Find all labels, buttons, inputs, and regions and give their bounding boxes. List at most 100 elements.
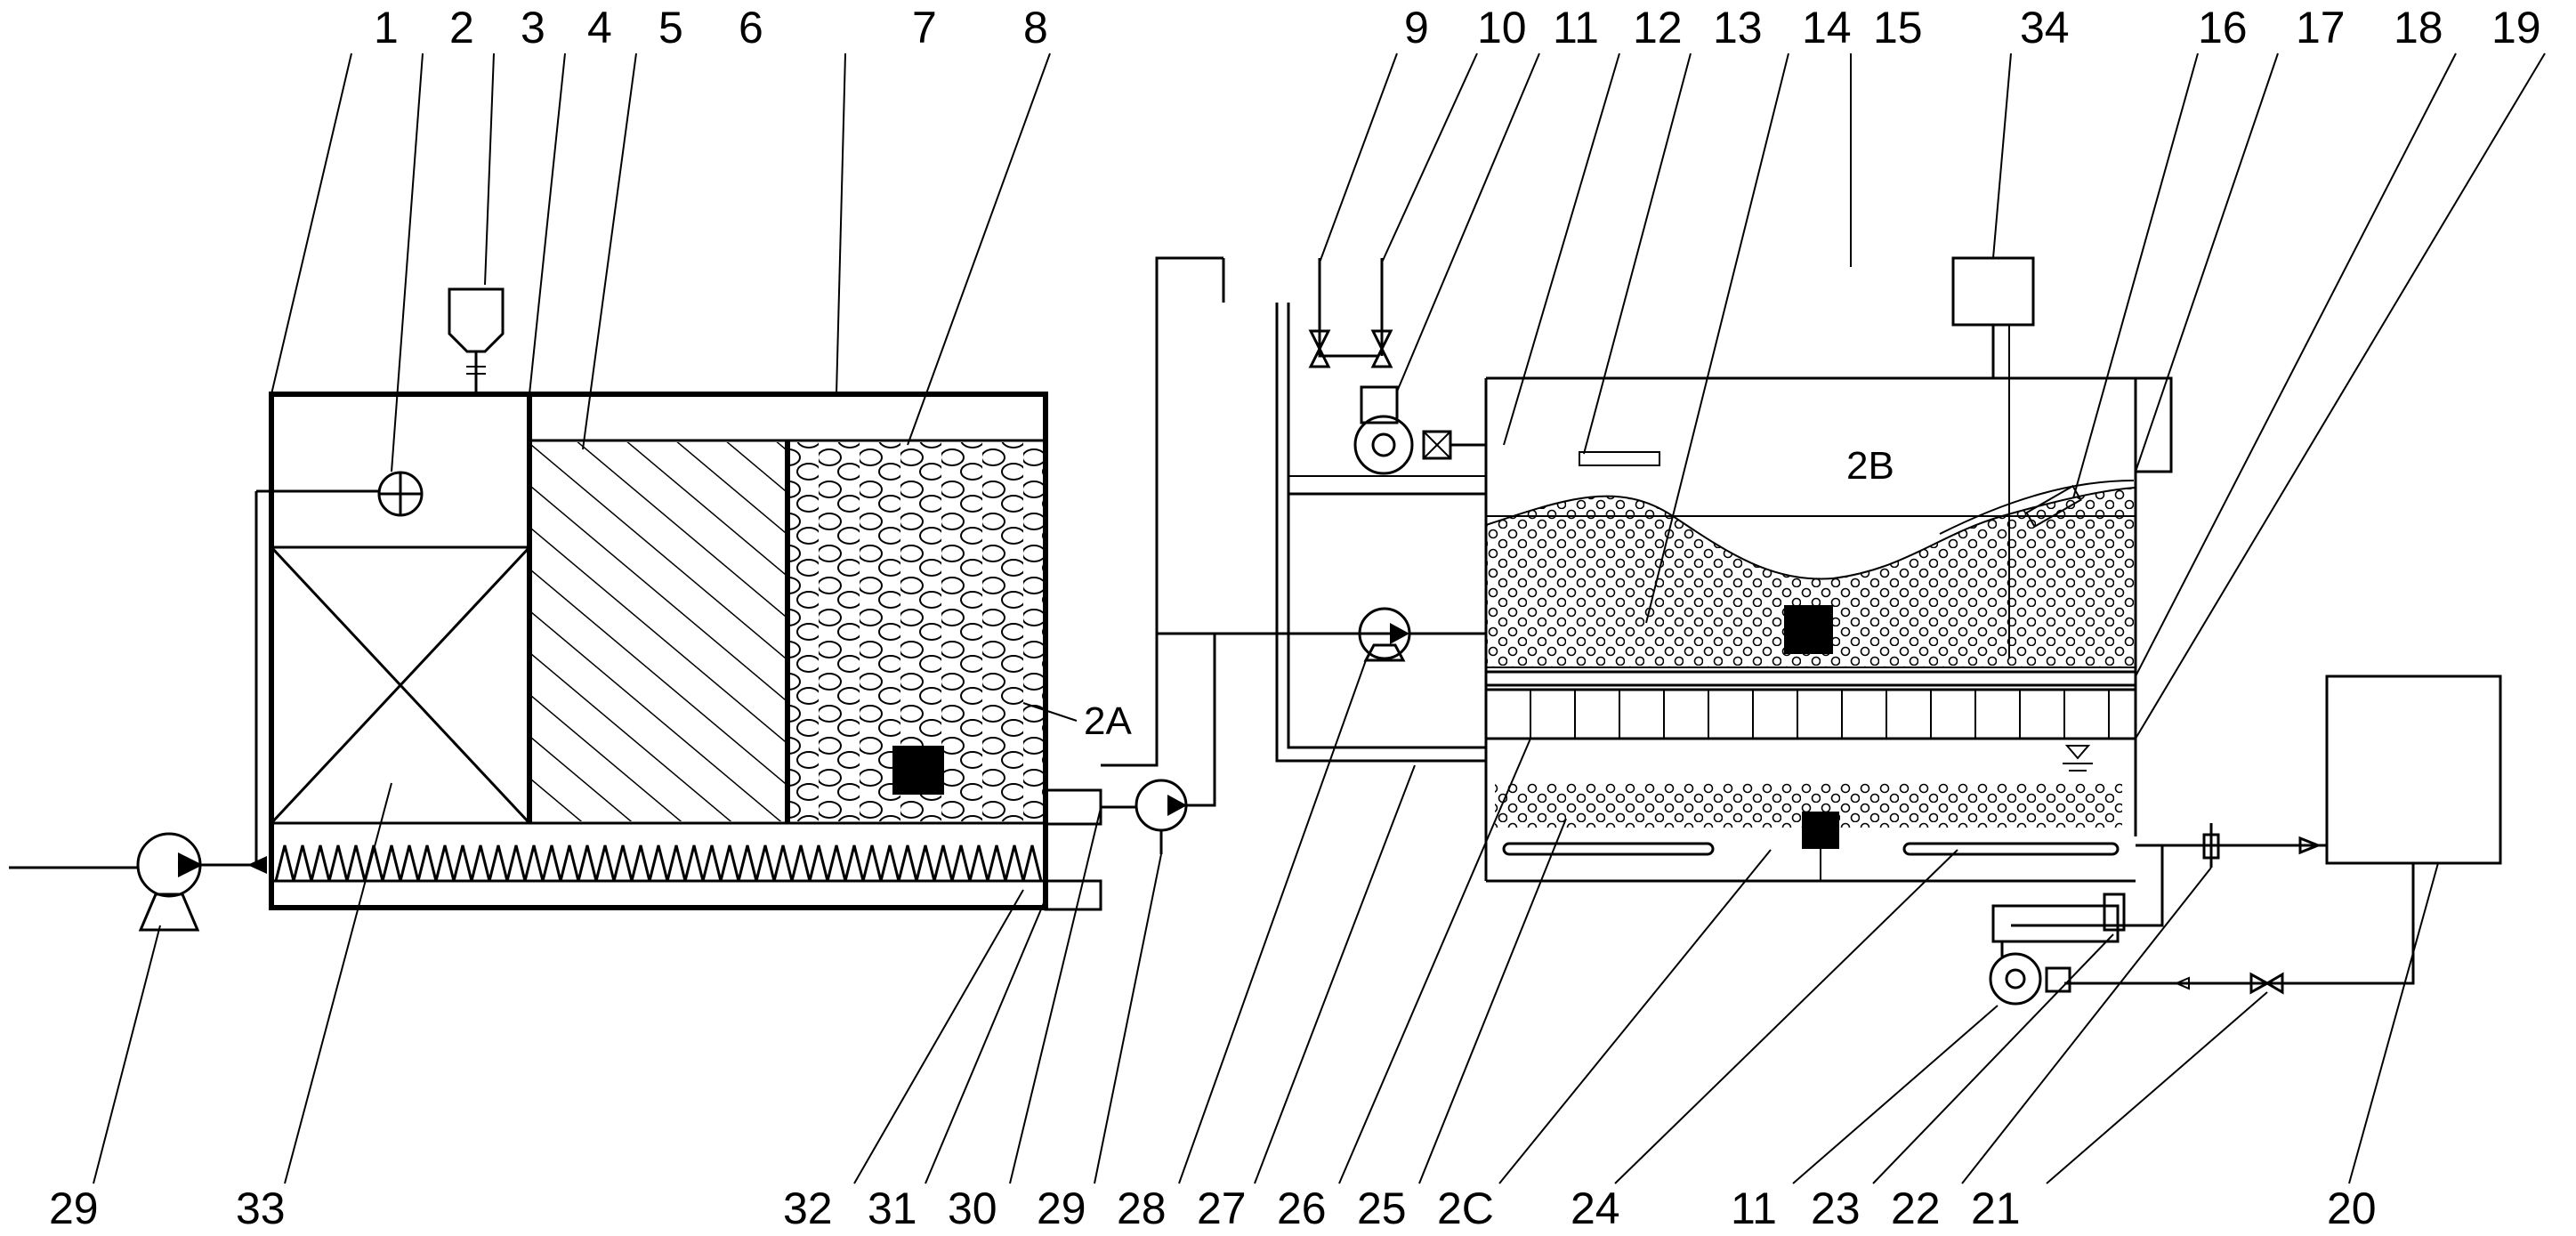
ref-label-17: 17	[2296, 3, 2346, 53]
ref-label-13: 13	[1713, 3, 1763, 53]
hatched-media-chamber	[531, 442, 786, 821]
leader-3	[484, 53, 495, 286]
ref-label-25: 25	[1357, 1183, 1407, 1233]
ref-label-5: 5	[658, 3, 683, 53]
backwash-valve-icon	[2103, 893, 2126, 932]
backwash-arrow	[2174, 976, 2190, 990]
diffuser-right	[1902, 842, 2120, 856]
recirc-pump-base	[1363, 643, 1406, 662]
diffuser-left	[1502, 842, 1715, 856]
deflector-plate	[1579, 451, 1660, 466]
leader-4	[529, 53, 566, 395]
leader-9	[1319, 53, 1398, 263]
leader-34	[1992, 53, 2012, 259]
ref-label-34: 34	[2020, 3, 2070, 53]
leader-28	[1178, 659, 1367, 1184]
valve-10-top	[1370, 329, 1393, 352]
backwash-branch	[2011, 845, 2164, 927]
ref-label-28: 28	[1117, 1183, 1167, 1233]
leader-30	[1009, 807, 1102, 1184]
granular-bed	[1485, 486, 2136, 668]
ref-label-31: 31	[868, 1183, 917, 1233]
blower-assembly	[1308, 258, 1486, 475]
leader-29-left	[93, 925, 161, 1184]
leader-26	[1338, 738, 1531, 1184]
inlet-pump	[9, 489, 379, 932]
ref-label-10: 10	[1477, 3, 1527, 53]
leader-27	[1254, 764, 1416, 1184]
backwash-pump-housing	[1991, 904, 2120, 943]
leader-21	[2046, 991, 2268, 1184]
dosing-vessel	[448, 287, 505, 353]
side-outlet-stub	[1044, 788, 1102, 826]
ref-label-8: 8	[1023, 3, 1048, 53]
leader-5	[582, 53, 637, 450]
leader-18	[2135, 53, 2457, 677]
ref-label-18: 18	[2394, 3, 2443, 53]
recirc-pump-arrow	[1390, 623, 1409, 644]
bottom-outlet-stub	[1044, 879, 1102, 911]
marker-2b-block	[1784, 605, 1833, 654]
leader-12	[1503, 53, 1620, 446]
outlet-assembly	[1989, 675, 2502, 1006]
leader-24	[1614, 849, 1958, 1184]
ref-label-29-left: 29	[49, 1183, 99, 1233]
valve-9-top	[1308, 329, 1331, 352]
feed-pipe-lower-b	[1287, 303, 1486, 749]
valve-9-bottom	[1308, 345, 1331, 368]
ref-label-29-mid: 29	[1037, 1183, 1086, 1233]
leader-32	[853, 889, 1024, 1184]
marker-2c-block	[1802, 812, 1839, 849]
leader-22	[1961, 867, 2212, 1184]
ref-label-11-bottom: 11	[1731, 1183, 1777, 1233]
ref-label-2c: 2C	[1437, 1183, 1494, 1233]
backwash-valve-b	[2265, 972, 2284, 995]
leader-19	[2135, 53, 2546, 739]
inlet-pump-arrow	[178, 852, 203, 877]
ref-label-23: 23	[1811, 1183, 1861, 1233]
zigzag-aerator	[274, 844, 1043, 882]
connecting-pipes	[1155, 256, 1487, 763]
inclined-tube	[2025, 484, 2082, 529]
right-treatment-unit: 2B	[1484, 256, 2173, 883]
marker-2a-block	[892, 746, 944, 795]
blower-coupling-x2	[1423, 431, 1451, 459]
leader-29-mid	[1094, 853, 1162, 1184]
clean-water-tank	[2325, 675, 2502, 865]
ref-label-26: 26	[1277, 1183, 1327, 1233]
ref-label-24: 24	[1571, 1183, 1620, 1233]
water-level-icon	[2064, 745, 2091, 760]
outlet-arrow	[2298, 836, 2322, 855]
backwash-coupling	[2045, 966, 2071, 993]
ref-label-27: 27	[1197, 1183, 1247, 1233]
ref-label-32: 32	[783, 1183, 833, 1233]
leader-11-bottom	[1792, 1005, 1999, 1184]
feed-pipe-lower-a	[1275, 303, 1486, 763]
transfer-discharge	[1186, 632, 1268, 807]
top-reference-labels: 1 2 3 4 5 6 7 8 9 10 11 12 13 14 15 34 1…	[374, 3, 2541, 53]
leader-2c	[1498, 849, 1772, 1184]
leader-1	[271, 53, 352, 395]
blower-hub-icon	[1371, 432, 1396, 457]
leader-16	[2072, 53, 2199, 499]
air-line-9	[1318, 258, 1379, 358]
marker-2a-label: 2A	[1084, 699, 1132, 743]
ref-label-33: 33	[236, 1183, 286, 1233]
leader-7	[836, 53, 846, 395]
ref-label-22: 22	[1891, 1183, 1941, 1233]
riser-pipe-a	[1155, 256, 1223, 634]
blower-neck	[1360, 385, 1399, 424]
ref-label-3: 3	[521, 3, 545, 53]
leader-20	[2348, 862, 2439, 1184]
valve-10-bottom	[1370, 345, 1393, 368]
inlet-flow-arrow	[247, 856, 267, 874]
leader-33	[284, 782, 392, 1184]
ref-label-15: 15	[1873, 3, 1923, 53]
bed-upper-contour	[1939, 480, 2135, 535]
leader-17	[2135, 53, 2279, 473]
ref-label-7: 7	[912, 3, 937, 53]
ref-label-4: 4	[587, 3, 612, 53]
return-line	[1101, 632, 1215, 767]
leader-25	[1418, 818, 1567, 1184]
transfer-pump	[1101, 632, 1268, 854]
